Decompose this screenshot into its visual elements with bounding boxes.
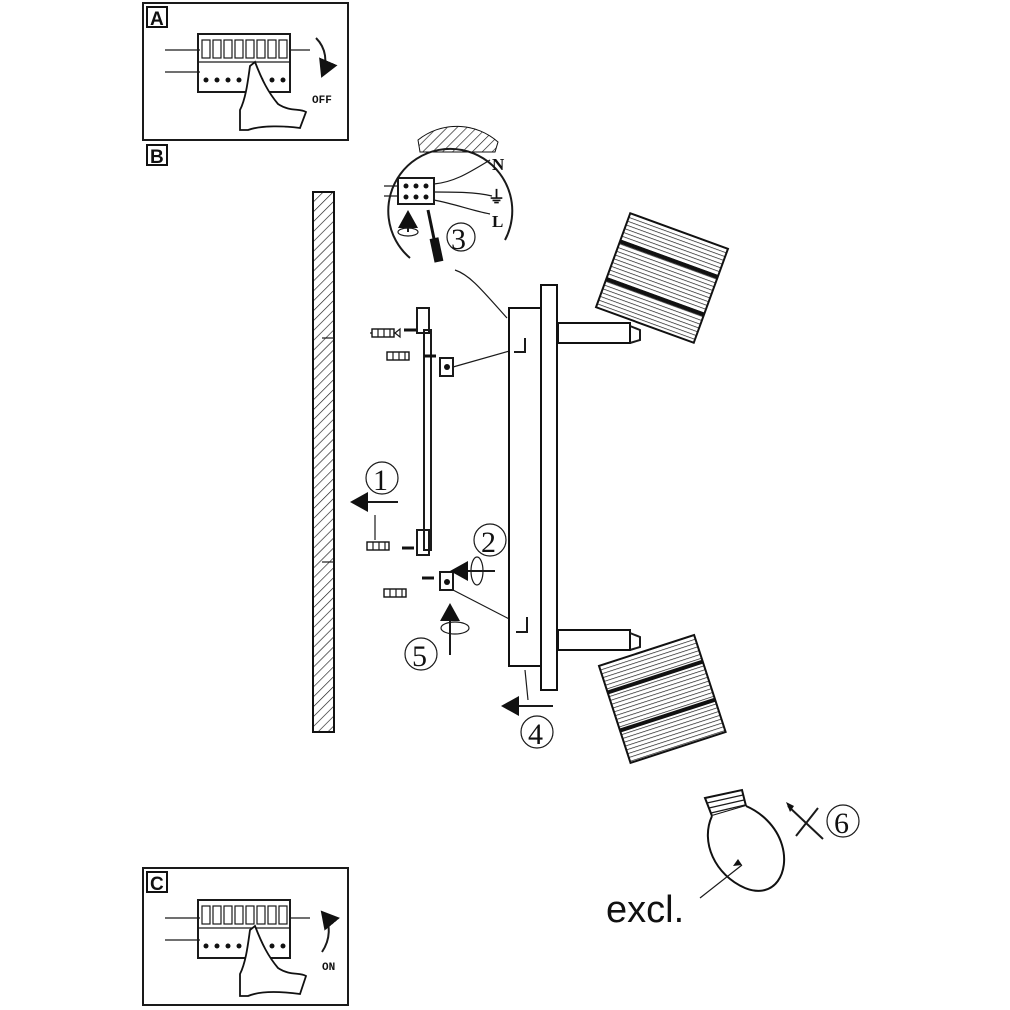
step-2: 2 bbox=[450, 523, 507, 586]
detail-leader-line bbox=[454, 269, 508, 319]
step-1: 1 bbox=[350, 461, 399, 540]
hand-icon bbox=[239, 60, 308, 131]
mounting-bracket bbox=[416, 307, 521, 624]
spot-arm bbox=[557, 629, 631, 651]
rotate-icon bbox=[440, 621, 470, 635]
step-1-number: 1 bbox=[373, 464, 388, 497]
hook-slot-bottom bbox=[516, 617, 528, 633]
turn-up-arrow-icon bbox=[320, 910, 340, 953]
step-4: 4 bbox=[501, 669, 554, 751]
step-3-number: 3 bbox=[451, 223, 466, 256]
panel-c-badge bbox=[146, 871, 168, 893]
breaker-box-icon bbox=[165, 899, 310, 959]
step-3-circle bbox=[446, 222, 476, 252]
lamp-canopy bbox=[508, 284, 558, 691]
panel-a-frame bbox=[142, 2, 349, 141]
panel-b-label: B bbox=[150, 147, 164, 168]
rotate-icon bbox=[470, 556, 484, 586]
spot-shade-bottom bbox=[597, 633, 727, 765]
wall-plug-icon bbox=[383, 588, 407, 598]
step-2-number: 2 bbox=[481, 526, 496, 559]
bulb-section: excl. 6 bbox=[606, 788, 860, 931]
wall bbox=[312, 191, 335, 733]
screw-icon bbox=[402, 546, 434, 580]
bracket-rail bbox=[423, 329, 432, 551]
earth-symbol: ⏚ bbox=[488, 188, 505, 207]
spotlight-bottom bbox=[557, 629, 727, 765]
hand-icon bbox=[239, 924, 308, 997]
ceiling-hatch bbox=[417, 125, 499, 153]
spot-arm bbox=[557, 322, 631, 344]
step-6-number: 6 bbox=[834, 807, 849, 840]
wiring-detail: N ⏚ L 3 bbox=[384, 125, 514, 319]
neutral-label: N bbox=[492, 155, 505, 174]
breaker-box-icon bbox=[165, 33, 310, 93]
wall-plug-icon bbox=[370, 327, 401, 339]
terminal-block-icon bbox=[397, 177, 435, 205]
turn-down-arrow-icon bbox=[315, 37, 338, 78]
canopy-front-plate bbox=[540, 284, 558, 691]
off-label: OFF bbox=[312, 95, 332, 107]
wall-plug-icon bbox=[386, 351, 410, 361]
step-5-circle bbox=[404, 637, 438, 671]
panel-c-label: C bbox=[150, 874, 164, 895]
panel-b-badge bbox=[146, 144, 168, 166]
on-label: ON bbox=[322, 962, 335, 974]
panel-a-badge bbox=[146, 6, 168, 28]
step-4-number: 4 bbox=[528, 718, 543, 751]
wall-plugs bbox=[366, 327, 436, 598]
step-5: 5 bbox=[404, 603, 470, 673]
bulb-leader-line bbox=[699, 864, 743, 899]
wall-plug-icon bbox=[366, 541, 390, 551]
step-6-circle bbox=[826, 804, 860, 838]
step-4-circle bbox=[520, 715, 554, 749]
panel-c-frame bbox=[142, 867, 349, 1006]
step-5-number: 5 bbox=[412, 640, 427, 673]
spotlight-top bbox=[557, 211, 730, 345]
step-2-circle bbox=[473, 523, 507, 557]
no-tools-icon bbox=[786, 802, 824, 840]
step-1-circle bbox=[365, 461, 399, 495]
bulb-icon bbox=[703, 788, 786, 892]
canopy-back-plate bbox=[508, 307, 544, 667]
hook-slot-top bbox=[514, 338, 526, 353]
screw-icon bbox=[404, 328, 436, 358]
bulb-excluded-note: excl. bbox=[606, 889, 684, 931]
panel-c: C ON bbox=[142, 867, 349, 1006]
panel-a-label: A bbox=[150, 9, 164, 30]
live-label: L bbox=[492, 212, 503, 231]
panel-a: A OFF bbox=[142, 2, 349, 141]
rotate-icon bbox=[397, 227, 419, 237]
